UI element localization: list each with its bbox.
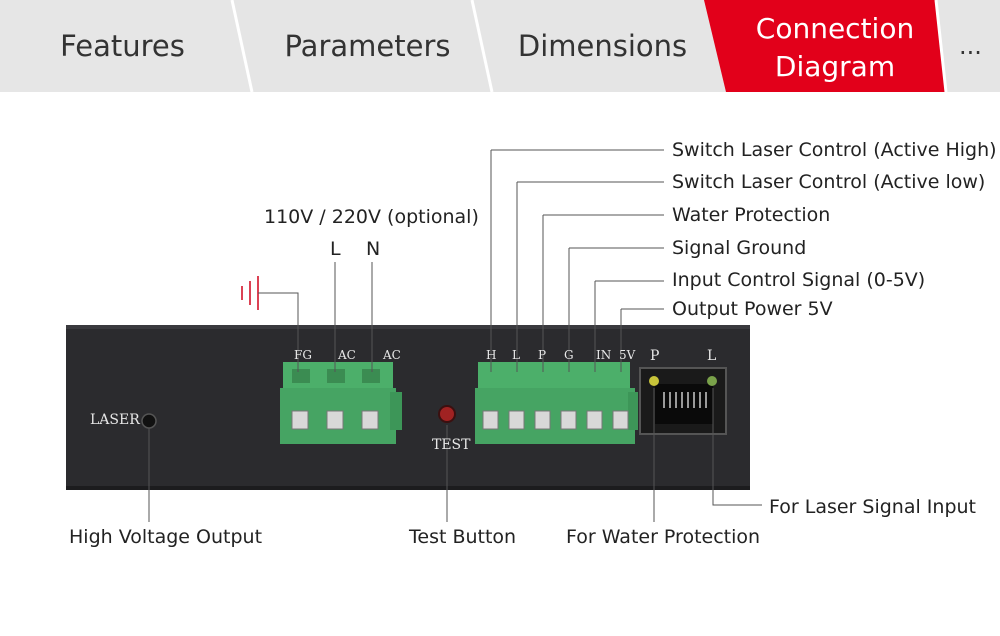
panel-label-ac1: AC bbox=[338, 348, 356, 362]
panel-label-test: TEST bbox=[432, 437, 471, 453]
callout-output-power: Output Power 5V bbox=[672, 298, 833, 320]
tab-connection-diagram-line1: Connection bbox=[755, 12, 915, 45]
callout-lines bbox=[148, 149, 762, 522]
tab-features-shape[interactable] bbox=[0, 0, 252, 92]
panel-label-h: H bbox=[486, 348, 497, 362]
tab-connection-diagram-shape[interactable] bbox=[704, 0, 946, 92]
callout-signal-ground: Signal Ground bbox=[672, 237, 807, 259]
tab-bar-background bbox=[0, 0, 1000, 92]
panel-label-g: G bbox=[564, 348, 574, 362]
panel-label-l: L bbox=[512, 348, 520, 362]
tab-parameters[interactable]: Parameters bbox=[284, 29, 451, 63]
power-voltage-label: 110V / 220V (optional) bbox=[264, 206, 479, 228]
panel-label-fg: FG bbox=[294, 348, 312, 362]
tab-features[interactable]: Features bbox=[60, 29, 185, 63]
ground-icon bbox=[241, 276, 259, 310]
callout-high-voltage-output: High Voltage Output bbox=[69, 526, 263, 548]
tab-dimensions[interactable]: Dimensions bbox=[517, 29, 688, 63]
tab-connection-diagram[interactable]: Connection Diagram bbox=[730, 10, 940, 86]
power-terminal-block bbox=[280, 362, 402, 444]
signal-terminal-block bbox=[475, 362, 638, 444]
panel-label-5v: 5V bbox=[619, 348, 636, 362]
laser-output-jack bbox=[141, 413, 157, 429]
tab-bar: Features Parameters Dimensions Connectio… bbox=[0, 0, 1000, 92]
panel-label-laser: LASER bbox=[90, 412, 140, 428]
power-l-label: L bbox=[330, 238, 341, 260]
callout-input-control: Input Control Signal (0-5V) bbox=[672, 269, 926, 291]
test-button[interactable] bbox=[438, 405, 456, 423]
tab-connection-diagram-line2: Diagram bbox=[774, 50, 896, 83]
callout-laser-signal-input: For Laser Signal Input bbox=[769, 496, 976, 518]
callout-switch-high: Switch Laser Control (Active High) bbox=[672, 139, 997, 161]
panel-label-in: IN bbox=[596, 348, 612, 362]
panel-label-rj-p: P bbox=[650, 348, 660, 364]
callout-test-button: Test Button bbox=[409, 526, 517, 548]
tab-more[interactable]: ... bbox=[959, 32, 982, 60]
panel-label-rj-l: L bbox=[707, 348, 717, 364]
callout-switch-low: Switch Laser Control (Active low) bbox=[672, 171, 986, 193]
power-n-label: N bbox=[366, 238, 381, 260]
panel-label-ac2: AC bbox=[383, 348, 401, 362]
callout-water-protection-input: For Water Protection bbox=[566, 526, 761, 548]
panel-label-p: P bbox=[538, 348, 547, 362]
callout-water-protection: Water Protection bbox=[672, 204, 831, 226]
